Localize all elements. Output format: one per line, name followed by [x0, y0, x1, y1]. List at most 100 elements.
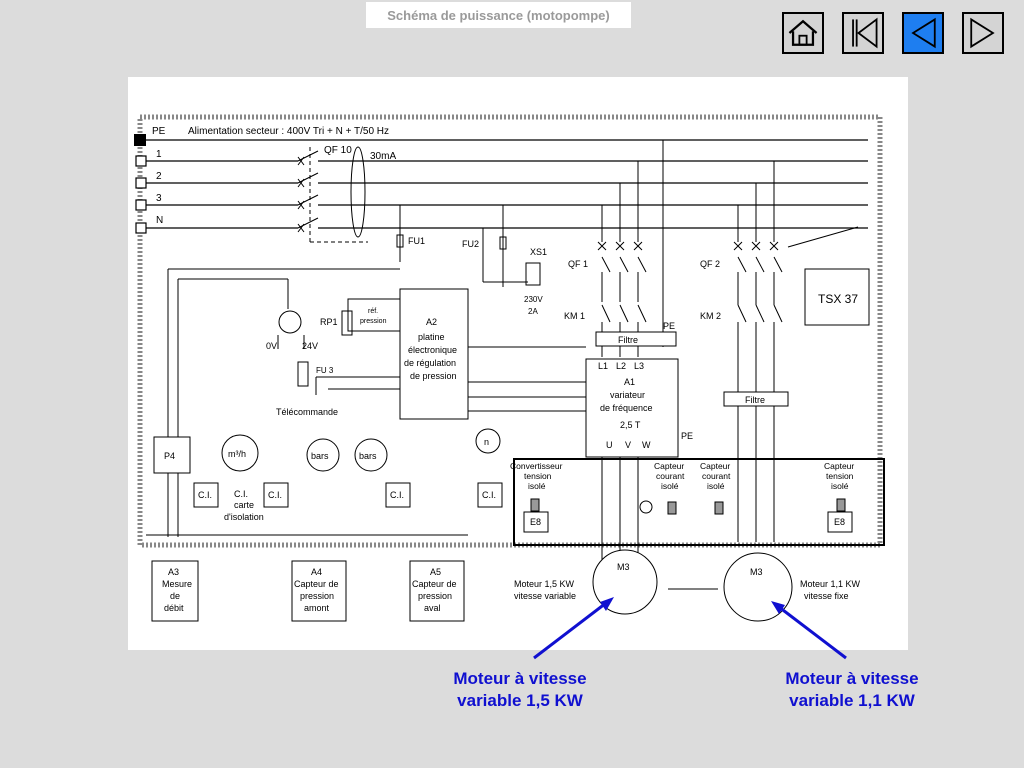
a1-line-2: variateur [610, 390, 645, 400]
motor1-line-2: vitesse variable [514, 591, 576, 601]
ref-1: réf. [368, 308, 378, 315]
home-button[interactable] [782, 12, 824, 54]
first-page-button[interactable] [842, 12, 884, 54]
caption-left-line-2: variable 1,5 KW [457, 691, 583, 710]
capteur-tension-line-3: isolé [831, 481, 849, 491]
terminal-2: 2 [156, 171, 162, 182]
ci-2: C.I. [268, 490, 282, 500]
m3-2: M3 [750, 567, 763, 577]
ci-card-1: C.I. [234, 489, 248, 499]
a1-u: U [606, 440, 613, 450]
a1-w: W [642, 440, 651, 450]
left-arrow [533, 598, 611, 660]
first-page-icon [852, 17, 878, 49]
caption-left: Moteur à vitesse variable 1,5 KW [420, 668, 620, 712]
a1-title: A1 [624, 377, 635, 387]
conv-2: tension [524, 471, 552, 481]
bars-2: bars [359, 451, 377, 461]
qf2-label: QF 2 [700, 259, 720, 269]
a5-line-4: aval [424, 603, 441, 613]
fu3-label: FU 3 [316, 366, 334, 375]
home-icon [788, 19, 818, 46]
power-schematic: Alimentation secteur : 400V Tri + N + T/… [128, 77, 908, 650]
capteur-courant-2-line-3: isolé [707, 481, 725, 491]
xs1-rating-2: 2A [528, 307, 538, 316]
a2-line-3: électronique [408, 345, 457, 355]
ci-4: C.I. [482, 490, 496, 500]
qf10-label: QF 10 [324, 145, 352, 156]
caption-right-line-2: variable 1,1 KW [789, 691, 915, 710]
next-button[interactable] [962, 12, 1004, 54]
filtre-2: Filtre [745, 395, 765, 405]
capteur-tension-line-1: Capteur [824, 461, 854, 471]
motor2-line-1: Moteur 1,1 KW [800, 579, 861, 589]
right-arrow [774, 602, 847, 660]
rcd-label: 30mA [370, 151, 396, 162]
a4-line-4: amont [304, 603, 330, 613]
transfo-24v: 24V [302, 341, 318, 351]
a4-line-1: A4 [311, 567, 322, 577]
bars-1: bars [311, 451, 329, 461]
a2-line-5: de pression [410, 371, 457, 381]
previous-button[interactable] [902, 12, 944, 54]
ci-1: C.I. [198, 490, 212, 500]
a2-line-4: de régulation [404, 358, 456, 368]
a5-line-1: A5 [430, 567, 441, 577]
capteur-courant-1-line-1: Capteur [654, 461, 684, 471]
previous-arrow-icon [911, 17, 936, 49]
page-title: Schéma de puissance (motopompe) [366, 2, 631, 28]
a5-line-3: pression [418, 591, 452, 601]
filtre-1: Filtre [618, 335, 638, 345]
m3-1: M3 [617, 562, 630, 572]
motor1-line-1: Moteur 1,5 KW [514, 579, 575, 589]
caption-left-line-1: Moteur à vitesse [453, 669, 587, 688]
motor2-line-2: vitesse fixe [804, 591, 849, 601]
rp1-label: RP1 [320, 317, 338, 327]
p4-label: P4 [164, 451, 175, 461]
a2-title: A2 [426, 317, 437, 327]
terminal-pe: PE [152, 126, 166, 137]
qf1-label: QF 1 [568, 259, 588, 269]
transfo-0v: 0V [266, 341, 277, 351]
a2-line-2: platine [418, 332, 445, 342]
ci-card-2: carte [234, 500, 254, 510]
a4-line-3: pression [300, 591, 334, 601]
capteur-tension-line-2: tension [826, 471, 854, 481]
fu2-label: FU2 [462, 239, 479, 249]
fu1-label: FU1 [408, 236, 425, 246]
a3-line-3: de [170, 591, 180, 601]
xs1-rating-1: 230V [524, 295, 543, 304]
caption-right-line-1: Moteur à vitesse [785, 669, 919, 688]
right-arrow-head [771, 601, 785, 614]
ref-2: pression [360, 318, 387, 325]
pe-a-label: PE [663, 321, 675, 331]
a4-line-2: Capteur de [294, 579, 339, 589]
left-arrow-head [600, 597, 614, 611]
flow-unit: m³/h [228, 449, 246, 459]
terminal-n: N [156, 215, 163, 226]
a1-l2: L2 [616, 361, 626, 371]
telecommande-label: Télécommande [276, 407, 338, 417]
a3-line-1: A3 [168, 567, 179, 577]
caption-right: Moteur à vitesse variable 1,1 KW [752, 668, 952, 712]
a5-line-2: Capteur de [412, 579, 457, 589]
capteur-courant-1-line-2: courant [656, 471, 685, 481]
a1-l3: L3 [634, 361, 644, 371]
e8-2: E8 [834, 517, 845, 527]
ci-3: C.I. [390, 490, 404, 500]
next-arrow-icon [970, 17, 995, 49]
capteur-courant-2-line-2: courant [702, 471, 731, 481]
a1-line-4: 2,5 T [620, 420, 641, 430]
capteur-courant-1-line-3: isolé [661, 481, 679, 491]
a1-l1: L1 [598, 361, 608, 371]
a3-line-4: débit [164, 603, 184, 613]
km1-label: KM 1 [564, 311, 585, 321]
a1-v: V [625, 440, 631, 450]
n-label: n [484, 437, 489, 447]
km2-label: KM 2 [700, 311, 721, 321]
tsx-label: TSX 37 [818, 292, 858, 306]
pe-b-label: PE [681, 431, 693, 441]
e8-1: E8 [530, 517, 541, 527]
conv-1: Convertisseur [510, 461, 563, 471]
